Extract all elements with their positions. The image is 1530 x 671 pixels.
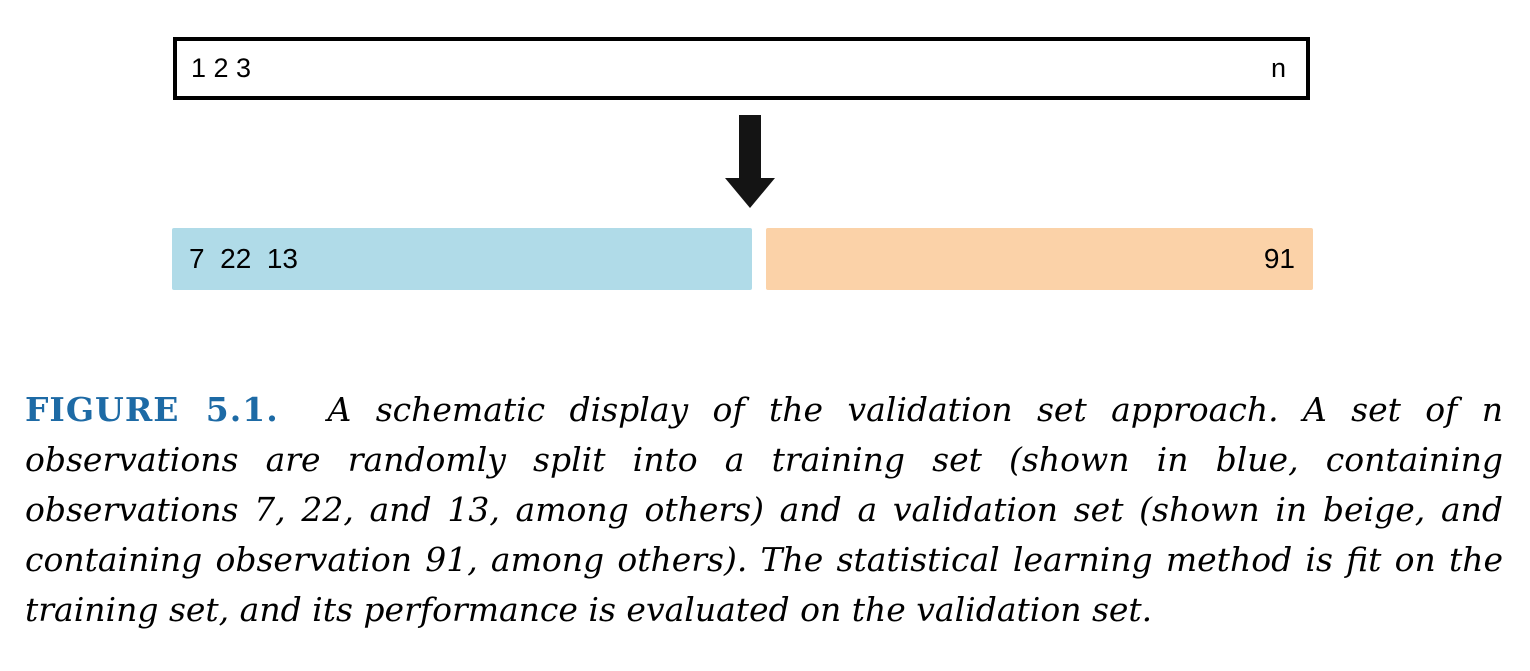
arrow-head — [725, 178, 775, 208]
figure-caption-text: A schematic display of the validation se… — [25, 390, 1504, 629]
figure-caption: FIGURE 5.1. A schematic display of the v… — [25, 385, 1503, 635]
full-set-last-observation-label: n — [1270, 53, 1286, 83]
full-observation-set-box: 1 2 3 n — [173, 37, 1310, 100]
arrow-shaft — [739, 115, 761, 180]
validation-set-observation-label: 91 — [1263, 243, 1295, 274]
full-set-first-observations-label: 1 2 3 — [191, 53, 252, 83]
figure-number-label: FIGURE 5.1. — [25, 390, 279, 429]
training-set-box: 7 22 13 — [172, 228, 752, 290]
down-arrow-icon — [725, 115, 775, 208]
training-set-observations-label: 7 22 13 — [189, 243, 298, 274]
validation-set-box: 91 — [766, 228, 1313, 290]
